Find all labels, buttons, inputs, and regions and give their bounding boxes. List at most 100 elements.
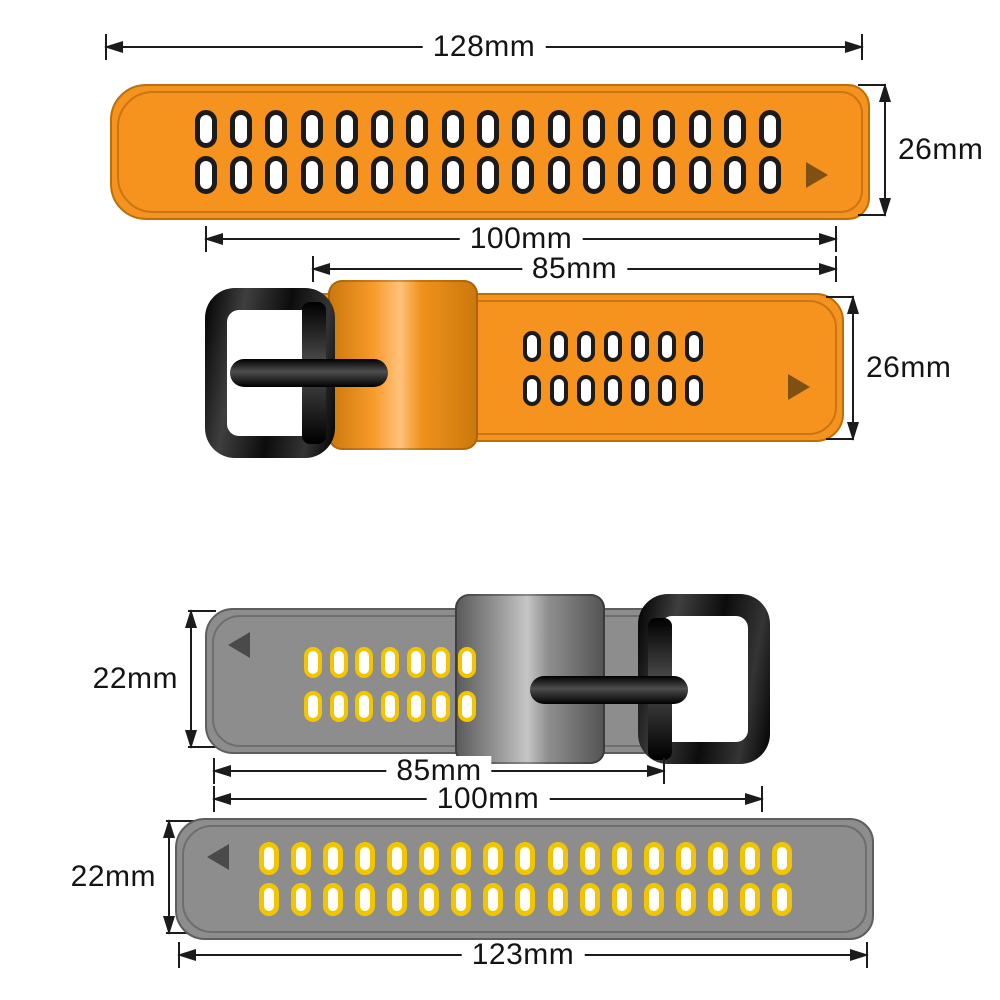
- strap-hole: [547, 842, 568, 875]
- arrow-down-icon: [185, 730, 197, 749]
- strap-hole: [229, 156, 252, 194]
- strap-hole: [476, 156, 499, 194]
- strap-hole: [451, 883, 472, 916]
- strap-hole: [688, 110, 711, 148]
- dim-tick: [166, 932, 194, 934]
- strap-hole: [618, 156, 641, 194]
- strap-hole: [291, 842, 312, 875]
- strap-hole: [483, 883, 504, 916]
- dim-tick: [188, 746, 216, 748]
- strap-hole: [688, 156, 711, 194]
- strap-hole: [547, 110, 570, 148]
- arrow-down-icon: [847, 422, 859, 441]
- strap-hole: [441, 156, 464, 194]
- strap-hole: [419, 842, 440, 875]
- strap-hole: [759, 156, 782, 194]
- buckle-prong: [230, 359, 388, 387]
- strap-hole: [576, 374, 595, 406]
- hole-grid: [300, 640, 480, 728]
- strap-hole: [323, 842, 344, 875]
- strap-hole: [631, 330, 650, 362]
- strap-hole: [653, 110, 676, 148]
- strap-hole: [771, 883, 792, 916]
- strap-hole: [329, 690, 348, 722]
- arrow-left-icon: [311, 263, 330, 275]
- arrow-left-icon: [212, 793, 231, 805]
- strap-hole: [658, 374, 677, 406]
- arrow-up-icon: [185, 609, 197, 628]
- dim-label-strap4-height: 22mm: [70, 860, 156, 893]
- strap-hole: [387, 842, 408, 875]
- arrow-left-icon: [177, 949, 196, 961]
- dim-label-strap1-width: 128mm: [422, 32, 546, 62]
- strap-hole: [371, 156, 394, 194]
- arrow-down-icon: [879, 198, 891, 217]
- strap-hole: [576, 330, 595, 362]
- strap-hole: [265, 110, 288, 148]
- strap-hole: [458, 690, 477, 722]
- strap-hole: [335, 110, 358, 148]
- strap-hole: [355, 690, 374, 722]
- dim-tick: [826, 296, 854, 298]
- strap-hole: [611, 883, 632, 916]
- arrow-right-icon: [850, 949, 869, 961]
- strap-hole: [579, 883, 600, 916]
- strap-hole: [441, 110, 464, 148]
- strap-hole: [653, 156, 676, 194]
- strap-hole: [549, 330, 568, 362]
- strap-hole: [291, 883, 312, 916]
- dim-label-strap2-height: 26mm: [866, 351, 952, 384]
- arrow-down-icon: [163, 916, 175, 935]
- dim-tick: [188, 610, 216, 612]
- strap-hole: [547, 883, 568, 916]
- strap-hole: [194, 156, 217, 194]
- strap-hole: [355, 842, 376, 875]
- dim-strap1-width: 128mm: [104, 32, 864, 62]
- arrow-up-icon: [163, 819, 175, 838]
- strap-hole: [685, 374, 704, 406]
- strap-hole: [547, 156, 570, 194]
- strap-hole: [603, 374, 622, 406]
- strap-hole: [582, 156, 605, 194]
- strap-hole: [643, 842, 664, 875]
- dim-strap2-height: 26mm: [826, 295, 951, 441]
- arrow-right-icon: [845, 41, 864, 53]
- strap-hole: [739, 842, 760, 875]
- strap-hole: [229, 110, 252, 148]
- strap-hole: [300, 110, 323, 148]
- arrow-left-icon: [104, 41, 123, 53]
- strap-hole: [406, 690, 425, 722]
- strap-hole: [771, 842, 792, 875]
- dim-label-strap1-height: 26mm: [898, 133, 984, 166]
- dim-label-strap4-width: 123mm: [461, 940, 585, 970]
- strap-hole: [582, 110, 605, 148]
- strap-hole: [259, 883, 280, 916]
- dim-strap2-band: 85mm: [311, 254, 838, 284]
- strap-hole: [419, 883, 440, 916]
- strap-hole: [380, 646, 399, 678]
- strap-hole: [355, 646, 374, 678]
- strap-hole: [194, 110, 217, 148]
- strap-hole: [724, 156, 747, 194]
- dim-strap3-band: 85mm: [212, 756, 666, 786]
- dim-label-strap3-band: 85mm: [386, 756, 492, 786]
- strap-hole: [432, 646, 451, 678]
- strap-hole: [483, 842, 504, 875]
- strap-orange-long: [110, 84, 870, 220]
- strap-hole: [512, 156, 535, 194]
- strap-hole: [432, 690, 451, 722]
- strap-hole: [387, 883, 408, 916]
- dim-label-strap2-total: 100mm: [459, 224, 583, 254]
- dim-strap4-height: 22mm: [71, 819, 194, 935]
- arrow-right-icon: [745, 793, 764, 805]
- strap-hole: [300, 156, 323, 194]
- dim-strap1-height: 26mm: [858, 83, 983, 217]
- strap-hole: [603, 330, 622, 362]
- strap-hole: [329, 646, 348, 678]
- strap-hole: [406, 646, 425, 678]
- strap-hole: [265, 156, 288, 194]
- strap-hole: [512, 110, 535, 148]
- dim-strap2-total: 100mm: [204, 224, 838, 254]
- buckle-prong: [530, 676, 688, 704]
- hole-grid: [188, 106, 788, 198]
